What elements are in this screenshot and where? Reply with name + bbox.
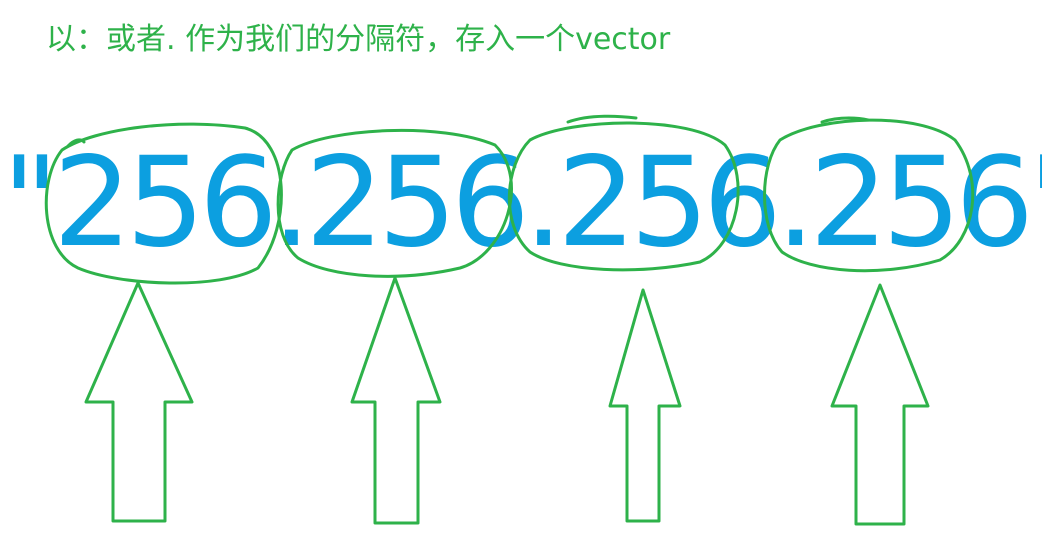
ip-segment-3: 256 — [557, 131, 782, 275]
ip-segment-4: 256 — [809, 131, 1034, 275]
separator-dot-1: . — [271, 131, 311, 275]
arrow-2 — [350, 276, 442, 525]
arrow-1 — [84, 281, 194, 523]
open-quote: " — [2, 131, 59, 275]
arrow-3 — [608, 288, 682, 523]
segment-3-circle-tick — [566, 114, 638, 124]
close-quote: " — [1028, 128, 1042, 278]
separator-dot-3: . — [775, 131, 815, 275]
arrow-4 — [830, 283, 930, 526]
separator-dot-2: . — [523, 131, 563, 275]
ip-string: "256.256.256.256" — [2, 128, 1042, 278]
caption-text: 以：或者. 作为我们的分隔符，存入一个vector — [46, 22, 671, 57]
ip-segment-2: 256 — [305, 131, 530, 275]
ip-segment-1: 256 — [53, 131, 278, 275]
segment-4-circle-tick — [820, 116, 870, 124]
